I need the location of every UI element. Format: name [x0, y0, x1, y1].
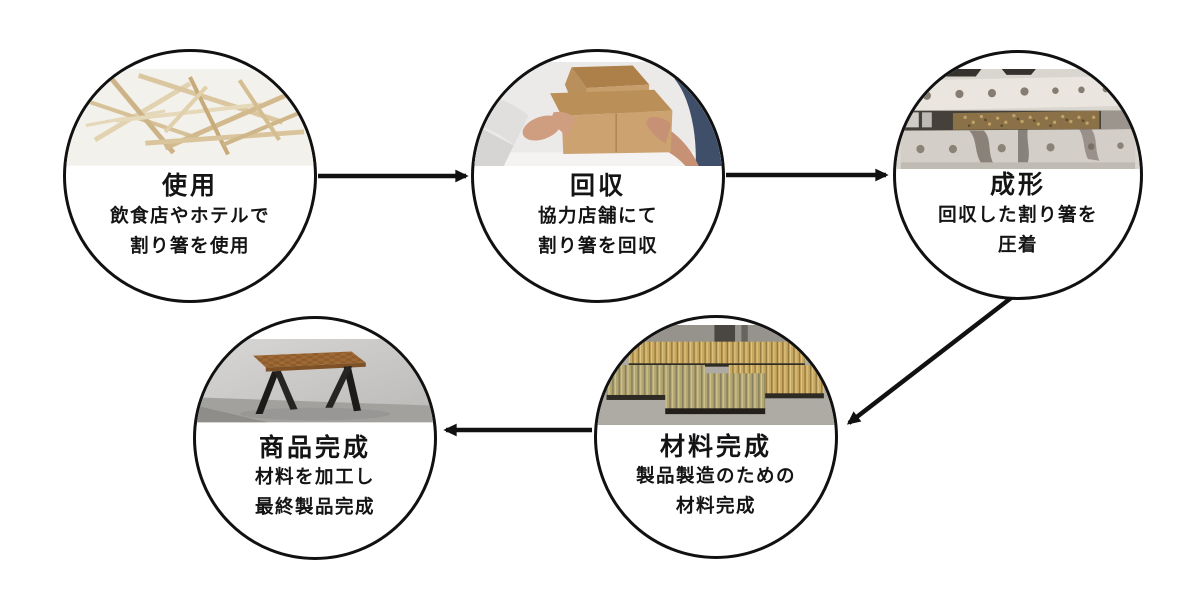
- step-title: 商品完成: [258, 433, 371, 463]
- step-description: 協力店舗にて 割り箸を回収: [474, 202, 722, 262]
- step-description-line: 協力店舗にて: [538, 206, 658, 228]
- step-description-line: 材料を加工し: [255, 466, 375, 488]
- step-description-line: 割り箸を使用: [130, 236, 250, 258]
- step-title: 回収: [569, 171, 626, 201]
- arrow-form-to-material: [846, 296, 1013, 425]
- step-description-line: 圧着: [998, 234, 1038, 256]
- process-step-form: 成形 回収した割り箸を 圧着: [893, 50, 1143, 300]
- step-description-line: 製品製造のための: [636, 465, 796, 487]
- step-description-line: 最終製品完成: [255, 496, 375, 518]
- process-step-product: 商品完成 材料を加工し 最終製品完成: [193, 316, 437, 560]
- step-title: 材料完成: [659, 432, 772, 462]
- step-description: 材料を加工し 最終製品完成: [196, 463, 434, 523]
- finished-wooden-table-photo: [196, 339, 434, 423]
- step-description-line: 材料完成: [676, 495, 756, 517]
- hands-passing-cardboard-boxes-photo: [474, 61, 722, 167]
- process-step-use: 使用 飲食店やホテルで 割り箸を使用: [63, 49, 317, 303]
- step-description-line: 割り箸を回収: [538, 236, 658, 258]
- step-description: 回収した割り箸を 圧着: [896, 201, 1140, 261]
- process-step-collect: 回収 協力店舗にて 割り箸を回収: [471, 49, 725, 303]
- step-description-line: 回収した割り箸を: [938, 204, 1098, 226]
- process-step-material: 材料完成 製品製造のための 材料完成: [594, 315, 838, 559]
- step-description-line: 飲食店やホテルで: [110, 206, 270, 228]
- used-disposable-chopsticks-photo: [66, 69, 314, 167]
- pressed-chopstick-material-boards-photo: [597, 325, 835, 426]
- step-title: 使用: [161, 171, 218, 201]
- step-description: 製品製造のための 材料完成: [597, 462, 835, 522]
- step-title: 成形: [989, 170, 1046, 200]
- step-description: 飲食店やホテルで 割り箸を使用: [66, 202, 314, 262]
- chopstick-pressing-machine-photo: [896, 68, 1140, 169]
